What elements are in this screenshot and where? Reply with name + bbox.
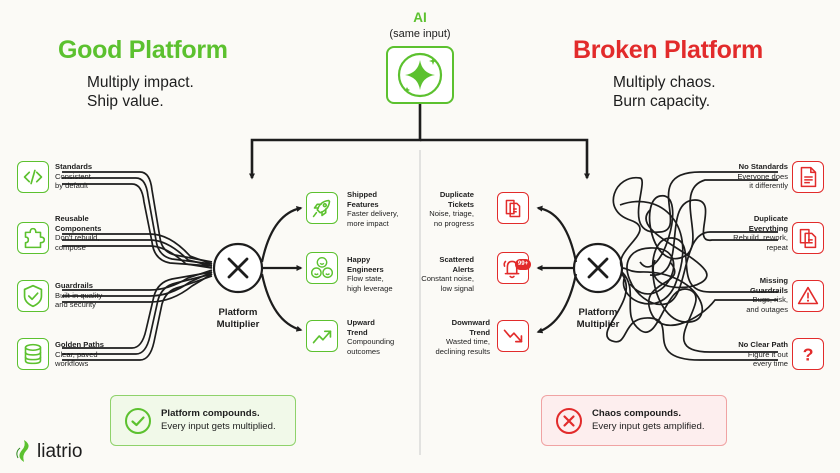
good-platform-title: Good Platform <box>58 36 228 64</box>
duplicate-tickets-icon <box>497 192 529 224</box>
rocket-icon <box>306 192 338 224</box>
happy-faces-icon <box>306 252 338 284</box>
sparkle-icon <box>397 52 443 98</box>
warning-icon <box>792 280 824 312</box>
question-icon: ? <box>792 338 824 370</box>
puzzle-icon <box>17 222 49 254</box>
ai-arrows <box>249 103 590 180</box>
good-input-lines <box>62 171 213 361</box>
code-icon <box>17 161 49 193</box>
good-tagline-2: Ship value. <box>87 93 164 110</box>
broken-tagline-1: Multiply chaos. <box>613 74 716 91</box>
good-footer-box: Platform compounds.Every input gets mult… <box>110 395 296 446</box>
good-tagline-1: Multiply impact. <box>87 74 194 91</box>
x-circle-icon <box>556 408 582 434</box>
broken-platform-title: Broken Platform <box>573 36 763 64</box>
ai-title: AI <box>413 10 427 25</box>
brand-name: liatrio <box>37 441 83 462</box>
ai-subtitle: (same input) <box>389 28 451 40</box>
check-circle-icon <box>125 408 151 434</box>
database-icon <box>17 338 49 370</box>
broken-footer-text: Chaos compounds.Every input gets amplifi… <box>592 408 705 432</box>
broken-tangle <box>606 171 778 361</box>
trend-down-icon <box>497 320 529 352</box>
broken-output-arrows <box>536 205 578 334</box>
good-footer-text: Platform compounds.Every input gets mult… <box>161 408 276 432</box>
liatrio-logo-icon <box>16 440 29 462</box>
broken-tagline-2: Burn capacity. <box>613 93 711 110</box>
broken-footer-box: Chaos compounds.Every input gets amplifi… <box>541 395 727 446</box>
trend-up-icon <box>306 320 338 352</box>
duplicate-doc-icon <box>792 222 824 254</box>
shield-check-icon <box>17 280 49 312</box>
ai-sparkle-box <box>386 46 454 104</box>
svg-text:?: ? <box>803 345 814 365</box>
document-icon <box>792 161 824 193</box>
alert-count-badge: 99+ <box>515 259 531 270</box>
good-output-arrows <box>260 205 303 332</box>
